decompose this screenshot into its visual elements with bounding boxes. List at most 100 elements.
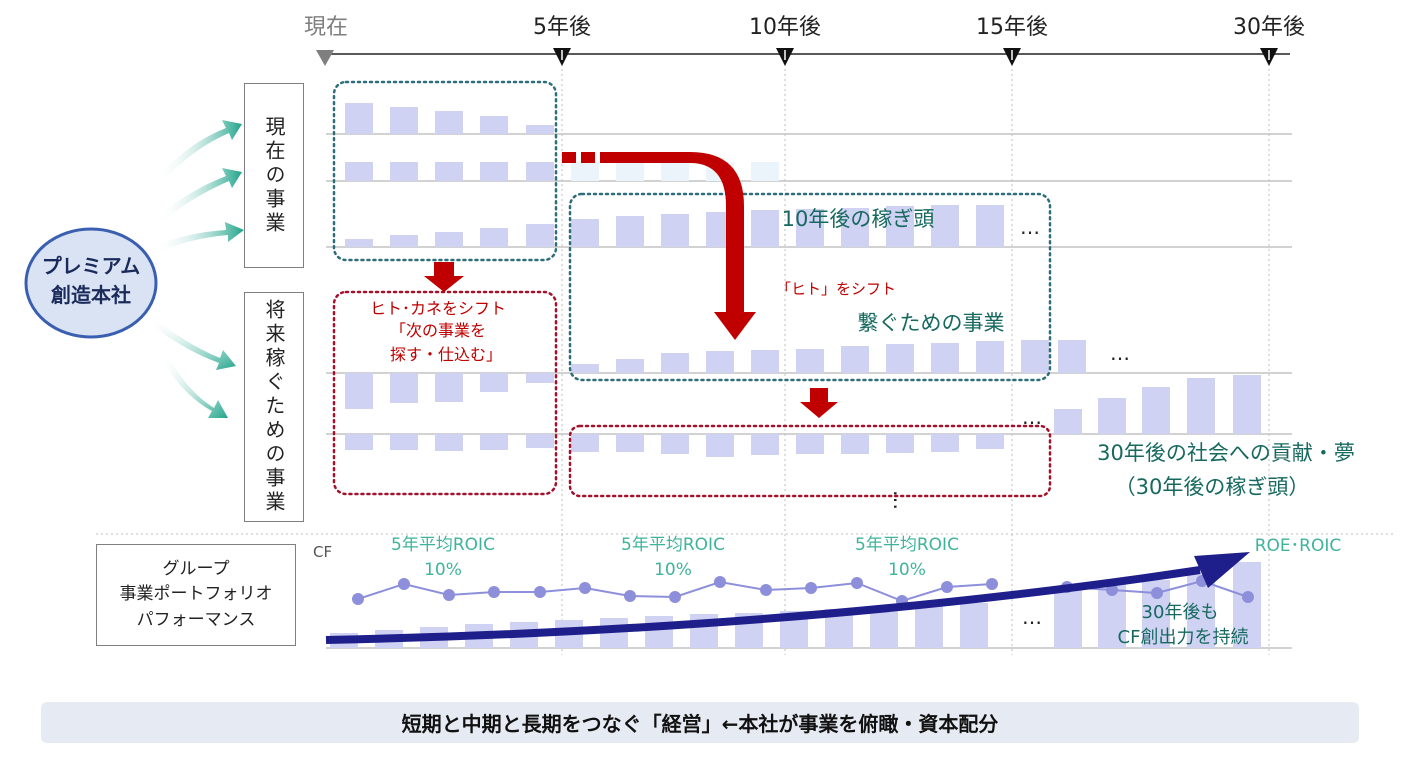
roic-point <box>1106 584 1118 596</box>
earner-bar <box>931 205 959 247</box>
future-growth-bar <box>1054 409 1082 434</box>
future-growth-bar <box>1142 387 1170 434</box>
bridge-bar <box>1058 340 1086 373</box>
future-growth-bar <box>1233 375 1261 434</box>
invest-b-bar <box>390 434 418 450</box>
label-y10: 10年後 <box>749 15 821 40</box>
current-business-box: 現在の事業 <box>244 83 304 268</box>
premium-arrows <box>150 120 244 418</box>
region-boxes <box>332 80 1052 498</box>
cf-bar <box>915 605 943 648</box>
invest-b-bar <box>706 434 734 457</box>
premium-ellipse <box>24 227 158 339</box>
roic-points <box>352 575 1254 607</box>
teal-arrow-icon-2 <box>158 168 242 220</box>
roic-point <box>398 578 410 590</box>
roic-point <box>760 584 772 596</box>
performance-line3: パフォーマンス <box>136 609 256 630</box>
invest-b-bar <box>931 434 959 452</box>
earner-bar <box>480 228 508 247</box>
down-arrow-icon-2 <box>800 388 838 418</box>
cf-bar <box>645 616 673 648</box>
box-next <box>568 424 1052 498</box>
future-business-box: 将来稼ぐための事業 <box>244 292 304 522</box>
label-now: 現在 <box>304 15 348 40</box>
invest-b-bar <box>571 434 599 452</box>
ellipsis-2: … <box>1110 341 1130 365</box>
bridge-label: 繋ぐための事業 <box>858 311 1005 335</box>
ellipsis-3: … <box>1022 405 1042 429</box>
annotations: ヒト･カネをシフト 「次の事業を 探す・仕込む」 「ヒト」をシフト 10年後の稼… <box>370 207 1355 648</box>
roic-point <box>443 589 455 601</box>
earner-bar <box>616 216 644 247</box>
roic-point <box>352 593 364 605</box>
current-a-bar <box>526 125 554 134</box>
teal-arrow-icon-5 <box>162 356 228 418</box>
label-y30: 30年後 <box>1233 15 1305 40</box>
growth-arrowhead-icon <box>1194 552 1250 588</box>
cf-axis-label: CF <box>313 543 332 561</box>
roic-point <box>941 581 953 593</box>
marker-now-icon <box>316 50 334 66</box>
ellipsis-5: … <box>889 490 913 510</box>
performance-line2: 事業ポートフォリオ <box>119 584 273 605</box>
cf-sustain-1: 30年後も <box>1142 602 1219 623</box>
roic-3a: 5年平均ROIC <box>855 535 959 555</box>
shift-people: 「ヒト」をシフト <box>776 280 896 298</box>
label-y5: 5年後 <box>533 15 591 40</box>
invest-b-bar <box>526 434 554 448</box>
bridge-bar <box>1021 340 1049 373</box>
current-b-bar <box>435 162 463 181</box>
teal-arrow-icon-4 <box>150 318 236 370</box>
invest-a-bar <box>345 373 373 409</box>
bridge-bar <box>931 343 959 373</box>
ellipsis-4: … <box>1022 605 1042 629</box>
invest-b-bar <box>751 434 779 455</box>
roic-point <box>579 582 591 594</box>
goal-30-line1: 30年後の社会への貢献・夢 <box>1097 441 1355 465</box>
invest-b-bar <box>886 434 914 453</box>
bottom-message-bar: 短期と中期と長期をつなぐ「経営」←本社が事業を俯瞰・資本配分 <box>41 702 1359 743</box>
earner-ten: 10年後の稼ぎ頭 <box>782 207 935 231</box>
current-a-bar <box>480 116 508 134</box>
current-a-bar <box>435 111 463 134</box>
cf-bar <box>960 603 988 648</box>
future-growth-bar <box>1098 398 1126 434</box>
roic-point <box>534 586 546 598</box>
curve-arrow-icon <box>600 152 756 340</box>
earner-bar <box>435 232 463 247</box>
current-a-bar <box>390 107 418 134</box>
invest-b-bar <box>796 434 824 454</box>
roic-point <box>669 591 681 603</box>
roic-2b: 10% <box>654 560 692 580</box>
timeline-axis <box>316 48 1290 66</box>
premium-line1: プレミアム <box>42 254 141 278</box>
bridge-bar <box>616 359 644 373</box>
box-ten-year <box>568 192 1052 382</box>
current-b-bar <box>345 162 373 181</box>
invest-a-bar <box>390 373 418 403</box>
bridge-bar <box>886 344 914 373</box>
invest-a-bar <box>526 373 554 383</box>
invest-b-bar <box>480 434 508 450</box>
label-y15: 15年後 <box>976 15 1048 40</box>
roic-point <box>851 577 863 589</box>
performance-box: グループ 事業ポートフォリオ パフォーマンス <box>96 544 296 646</box>
red-arrows <box>424 152 838 418</box>
bridge-bar <box>751 350 779 373</box>
bridge-bar <box>706 351 734 373</box>
future-business-label: 将来稼ぐための事業 <box>262 299 286 515</box>
earner-bar <box>571 219 599 247</box>
bottom-message: 短期と中期と長期をつなぐ「経営」←本社が事業を俯瞰・資本配分 <box>401 712 999 736</box>
down-arrow-icon-1 <box>424 262 464 292</box>
earner-bar <box>526 224 554 247</box>
bridge-bar <box>976 341 1004 373</box>
cf-bar <box>1233 562 1261 648</box>
bridge-bar <box>841 346 869 373</box>
roe-roic: ROE･ROIC <box>1255 536 1342 556</box>
roic-point <box>488 586 500 598</box>
premium-line2: 創造本社 <box>50 283 131 307</box>
bridge-bar <box>796 349 824 373</box>
performance-line1: グループ <box>162 558 230 579</box>
